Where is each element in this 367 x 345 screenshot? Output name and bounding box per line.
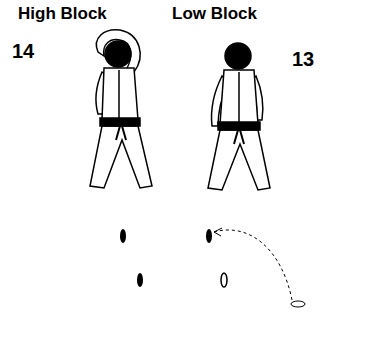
footprints — [120, 229, 305, 307]
block-heading: High Block — [18, 5, 107, 24]
block-heading: Low Block — [172, 5, 257, 24]
move-number: 13 — [292, 48, 314, 70]
low-block-figure — [208, 43, 270, 190]
high-block-figure — [90, 30, 152, 188]
move-number: 14 — [12, 40, 34, 62]
movement-arc — [214, 230, 292, 300]
arc-head — [214, 228, 222, 236]
